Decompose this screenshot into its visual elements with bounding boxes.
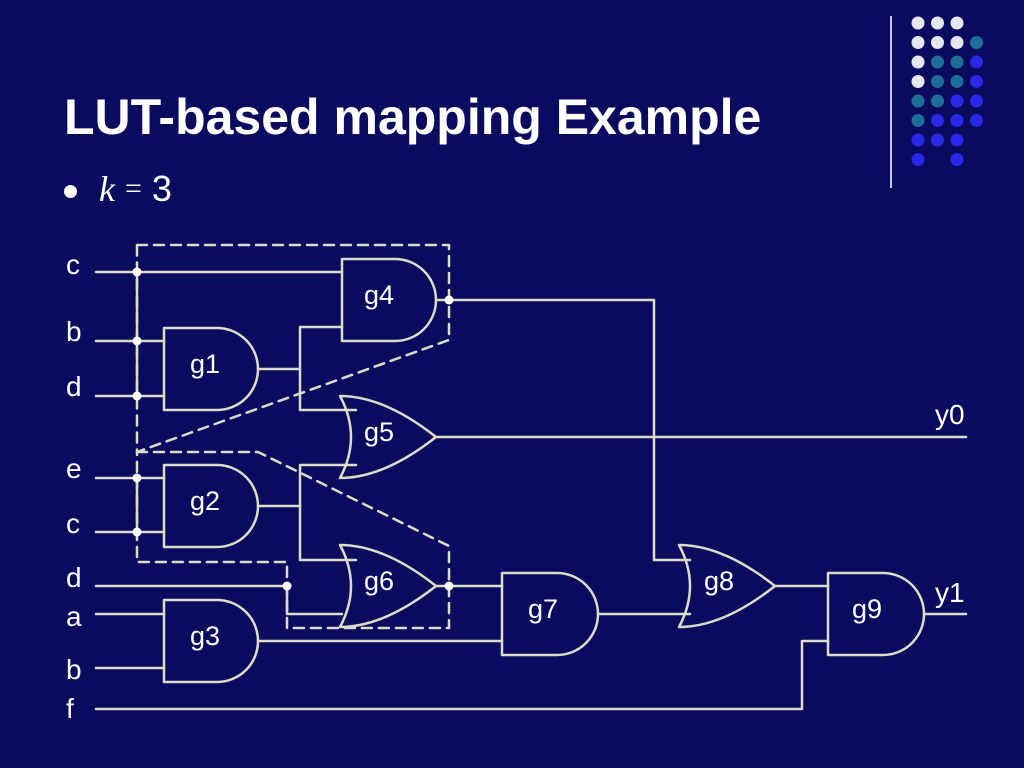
gate-label-g6: g6 <box>364 566 394 596</box>
input-label-b: b <box>66 654 82 685</box>
output-label-y0: y0 <box>935 399 965 430</box>
decorative-dot <box>950 75 964 88</box>
decorative-dot <box>931 55 944 69</box>
bullet-dot-icon <box>64 184 77 198</box>
junction-dot <box>282 581 292 591</box>
gate-label-g5: g5 <box>364 417 394 447</box>
decorative-dot <box>911 75 925 88</box>
bullet-variable: k <box>99 169 115 209</box>
input-label-d: d <box>66 371 82 402</box>
decorative-dot <box>931 75 944 88</box>
lut-cover-upper <box>135 243 451 454</box>
decorative-dot <box>970 94 983 108</box>
gate-g2-shape <box>162 463 260 549</box>
input-label-a: a <box>66 601 82 632</box>
output-label-y1: y1 <box>935 577 965 608</box>
decorative-dot <box>911 36 925 49</box>
bullet-operator: = <box>124 172 142 205</box>
wire-g1-out <box>256 325 358 412</box>
gate-label-g2: g2 <box>190 486 220 516</box>
wire-input-f <box>94 639 830 711</box>
input-label-b: b <box>66 316 82 347</box>
decorative-dot <box>931 94 944 108</box>
bullet-k: k = 3 <box>64 168 172 210</box>
junction-dot <box>132 473 142 483</box>
junction-dot <box>132 391 142 401</box>
gate-label-g4: g4 <box>364 280 394 310</box>
wire-g4-out <box>434 298 692 562</box>
decorative-dot-grid <box>911 16 983 166</box>
decorative-dot <box>950 94 964 108</box>
junction-dot <box>444 581 454 591</box>
wire-input-d2 <box>94 584 344 616</box>
decorative-dot <box>950 36 964 49</box>
gate-g7-shape <box>500 571 600 657</box>
input-label-e: e <box>66 453 82 484</box>
decorative-dot <box>950 16 964 30</box>
junction-dot <box>132 267 142 277</box>
decorative-dot <box>950 114 964 127</box>
decorative-dot <box>911 133 925 147</box>
junction-dot <box>132 336 142 346</box>
decorative-dot <box>950 153 964 166</box>
title-divider <box>890 16 892 188</box>
gate-g3-shape <box>162 598 260 684</box>
lut-cover-lower <box>135 450 451 630</box>
decorative-dot <box>911 153 925 166</box>
decorative-dot <box>970 75 983 88</box>
decorative-dot <box>950 133 964 147</box>
gate-g1-shape <box>162 326 260 412</box>
decorative-dot <box>931 133 944 147</box>
input-label-f: f <box>66 693 74 724</box>
gate-label-g9: g9 <box>852 594 882 624</box>
gate-g5-shape <box>338 394 438 480</box>
wire-g2-out <box>256 463 358 562</box>
decorative-dot <box>911 55 925 69</box>
gate-g8-shape <box>677 543 777 629</box>
decorative-dot <box>970 114 983 127</box>
decorative-dot <box>931 16 944 30</box>
decorative-dot <box>911 114 925 127</box>
gate-g4-shape <box>340 257 438 343</box>
decorative-dot <box>911 16 925 30</box>
gate-label-g1: g1 <box>190 349 220 379</box>
gate-g6-shape <box>338 543 438 629</box>
decorative-dot <box>970 55 983 69</box>
input-label-c: c <box>66 249 80 280</box>
gate-label-g7: g7 <box>528 594 558 624</box>
decorative-dot <box>931 36 944 49</box>
decorative-dot <box>970 36 983 49</box>
gate-g9-shape <box>826 571 926 657</box>
decorative-dot <box>931 114 944 127</box>
gate-label-g3: g3 <box>190 621 220 651</box>
slide-title: LUT-based mapping Example <box>64 89 762 145</box>
junction-dot <box>444 295 454 305</box>
bullet-value: 3 <box>151 168 172 209</box>
decorative-dot <box>950 55 964 69</box>
input-label-c: c <box>66 508 80 539</box>
input-label-d: d <box>66 562 82 593</box>
junction-dot <box>132 527 142 537</box>
gate-label-g8: g8 <box>704 566 734 596</box>
decorative-dot <box>911 94 925 108</box>
